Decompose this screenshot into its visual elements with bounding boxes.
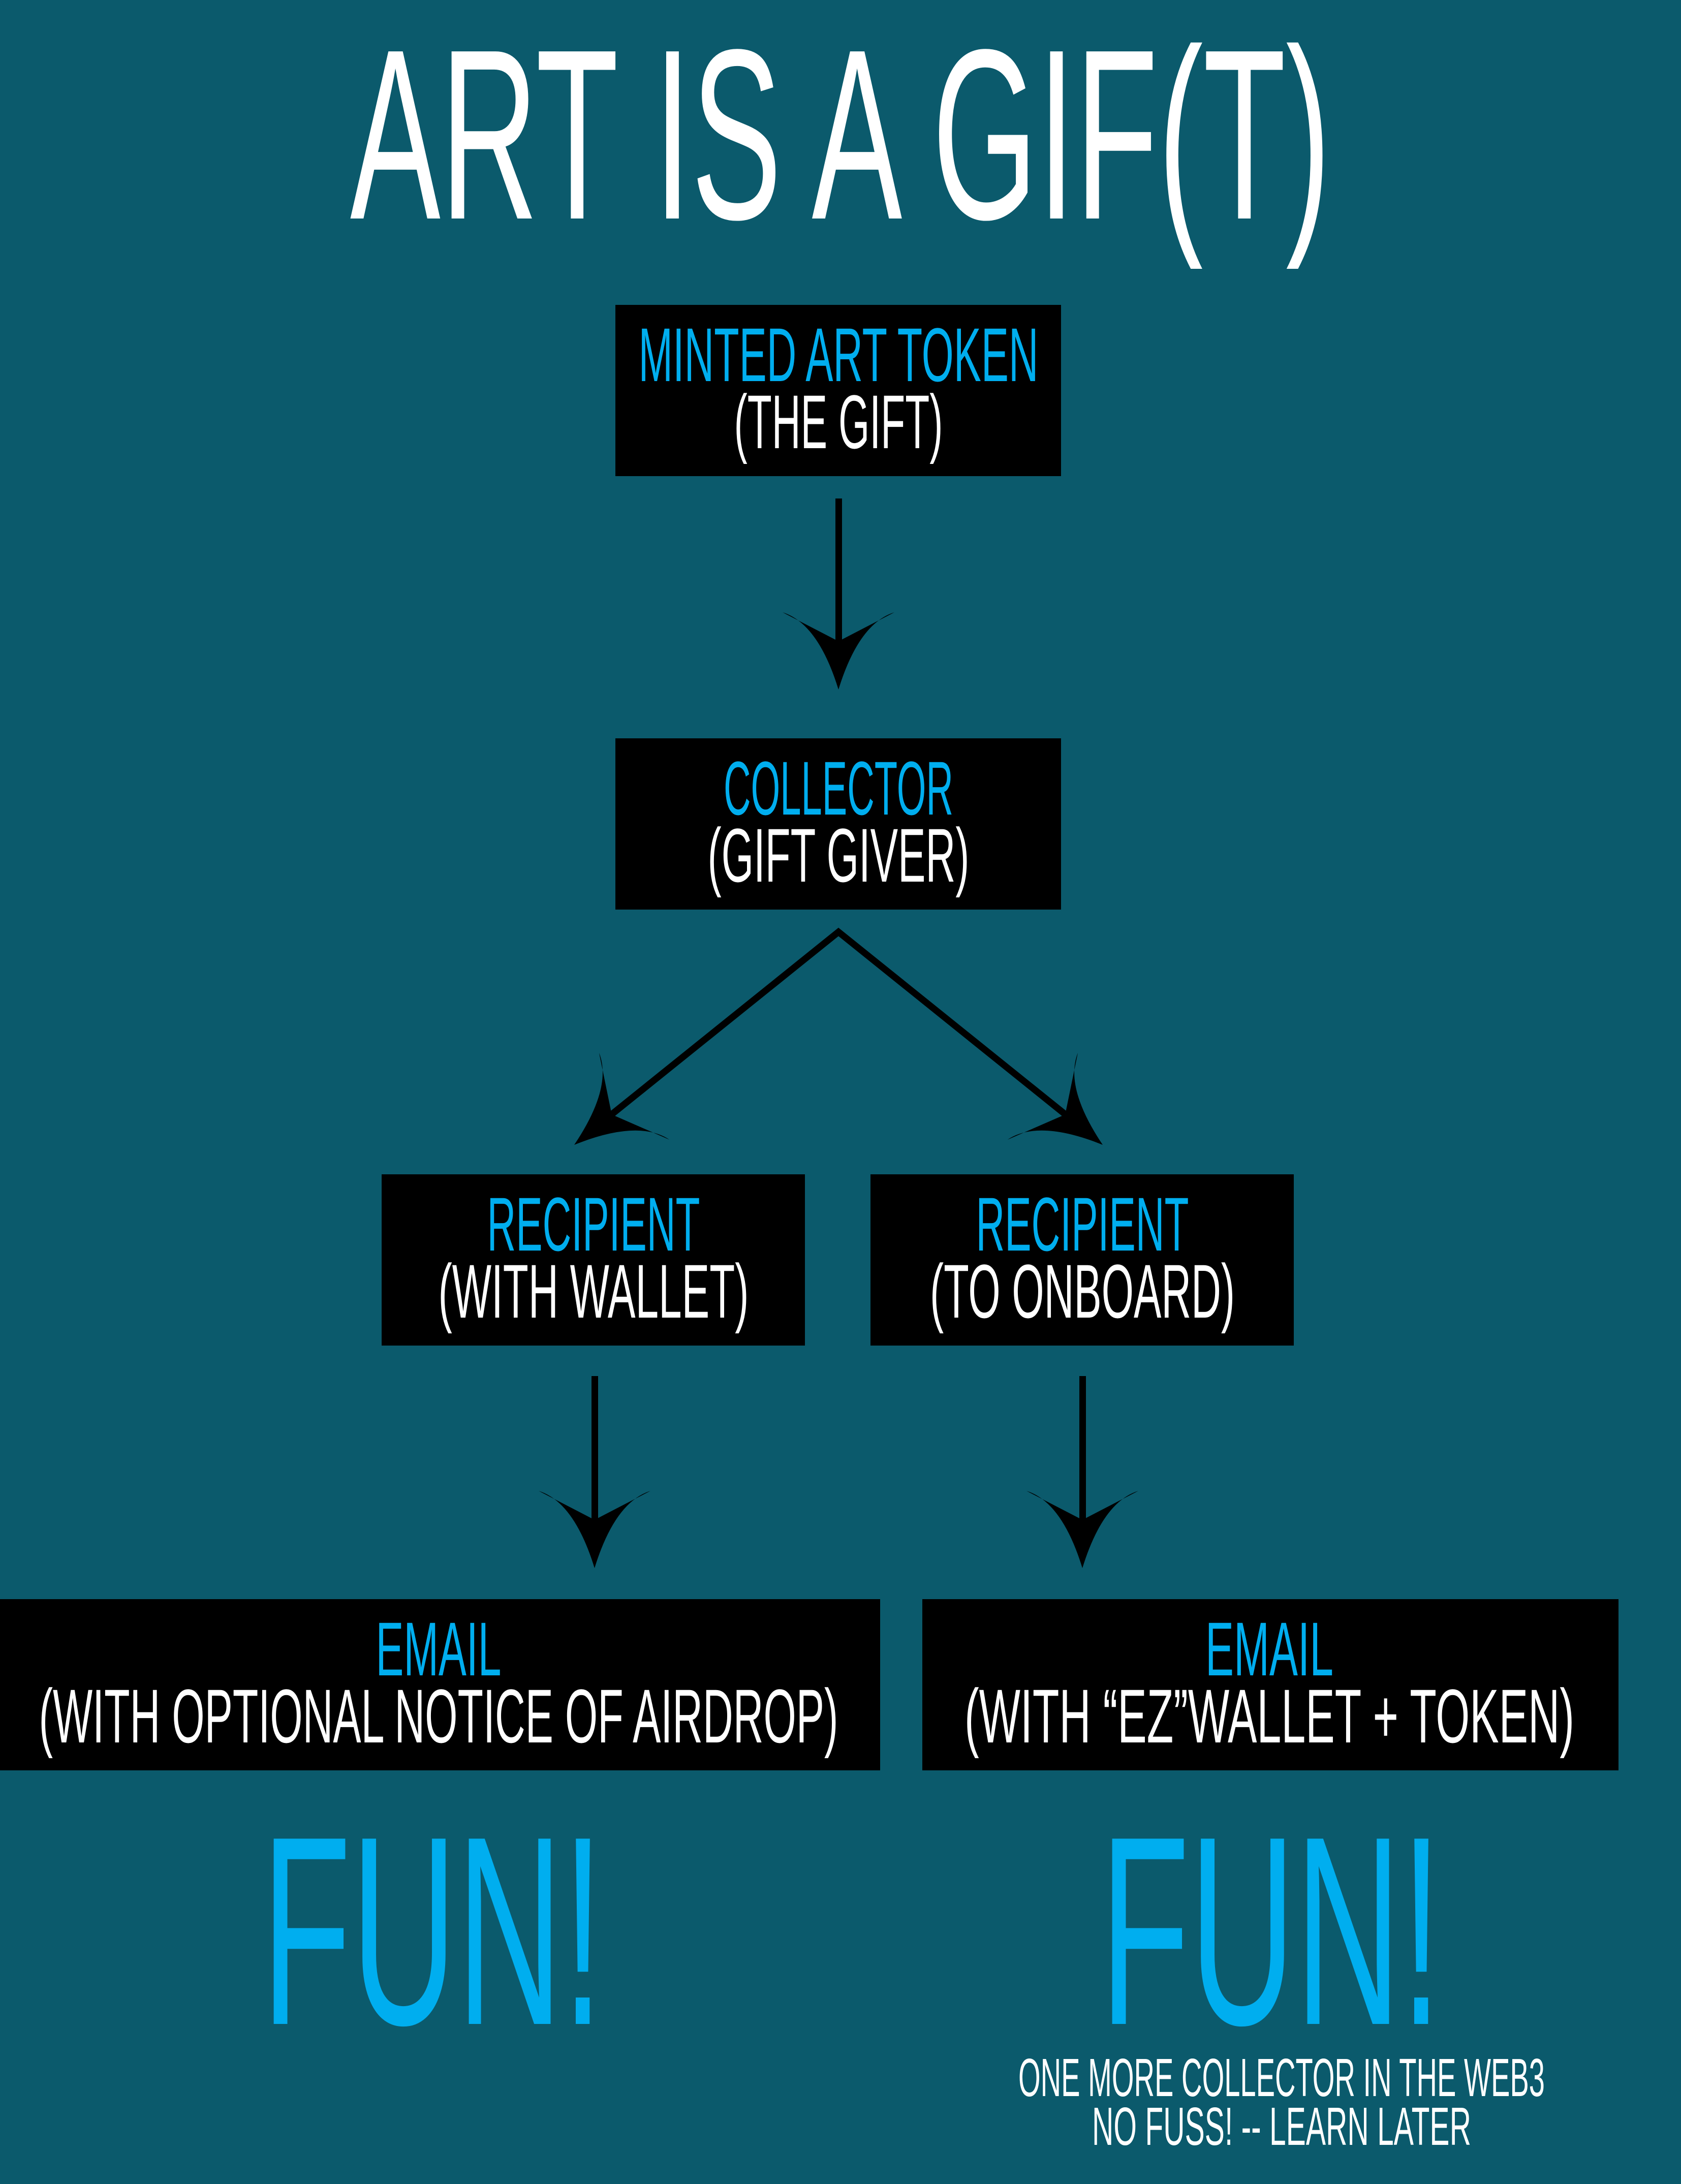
node-label: EMAIL [1205,1606,1333,1692]
node-sublabel: (WITH WALLET) [439,1249,749,1334]
node-recipient-with-wallet: RECIPIENT (WITH WALLET) [382,1174,805,1346]
node-sublabel: (THE GIFT) [734,379,943,464]
arrow-token-to-collector [783,498,894,690]
arrow-collector-to-recipients [539,927,1138,1189]
node-label: RECIPIENT [487,1181,700,1267]
node-label: MINTED ART TOKEN [639,312,1039,397]
outcome-fun-right: FUN! [1100,1781,1442,2081]
node-collector: COLLECTOR (GIFT GIVER) [615,738,1061,910]
node-sublabel: (TO ONBOARD) [930,1249,1235,1334]
arrow-recipient-onboard-to-email [1026,1376,1138,1568]
node-label: COLLECTOR [724,745,953,831]
node-email-airdrop: EMAIL (WITH OPTIONAL NOTICE OF AIRDROP) [0,1599,880,1770]
footer-line-1: ONE MORE COLLECTOR IN THE WEB3 [1018,2048,1545,2108]
node-label: RECIPIENT [976,1181,1189,1267]
node-email-ezwallet: EMAIL (WITH “EZ”WALLET + TOKEN) [922,1599,1618,1770]
node-sublabel: (WITH OPTIONAL NOTICE OF AIRDROP) [39,1673,838,1759]
node-label: EMAIL [376,1606,502,1692]
node-sublabel: (GIFT GIVER) [708,813,970,898]
node-sublabel: (WITH “EZ”WALLET + TOKEN) [964,1673,1574,1759]
page-title: ART IS A GIF(T) [350,0,1331,272]
node-minted-art-token: MINTED ART TOKEN (THE GIFT) [615,305,1061,476]
outcome-fun-left: FUN! [262,1781,603,2081]
node-recipient-to-onboard: RECIPIENT (TO ONBOARD) [870,1174,1294,1346]
footer-line-2: NO FUSS! -- LEARN LATER [1092,2097,1471,2157]
arrow-recipient-wallet-to-email [539,1376,650,1568]
